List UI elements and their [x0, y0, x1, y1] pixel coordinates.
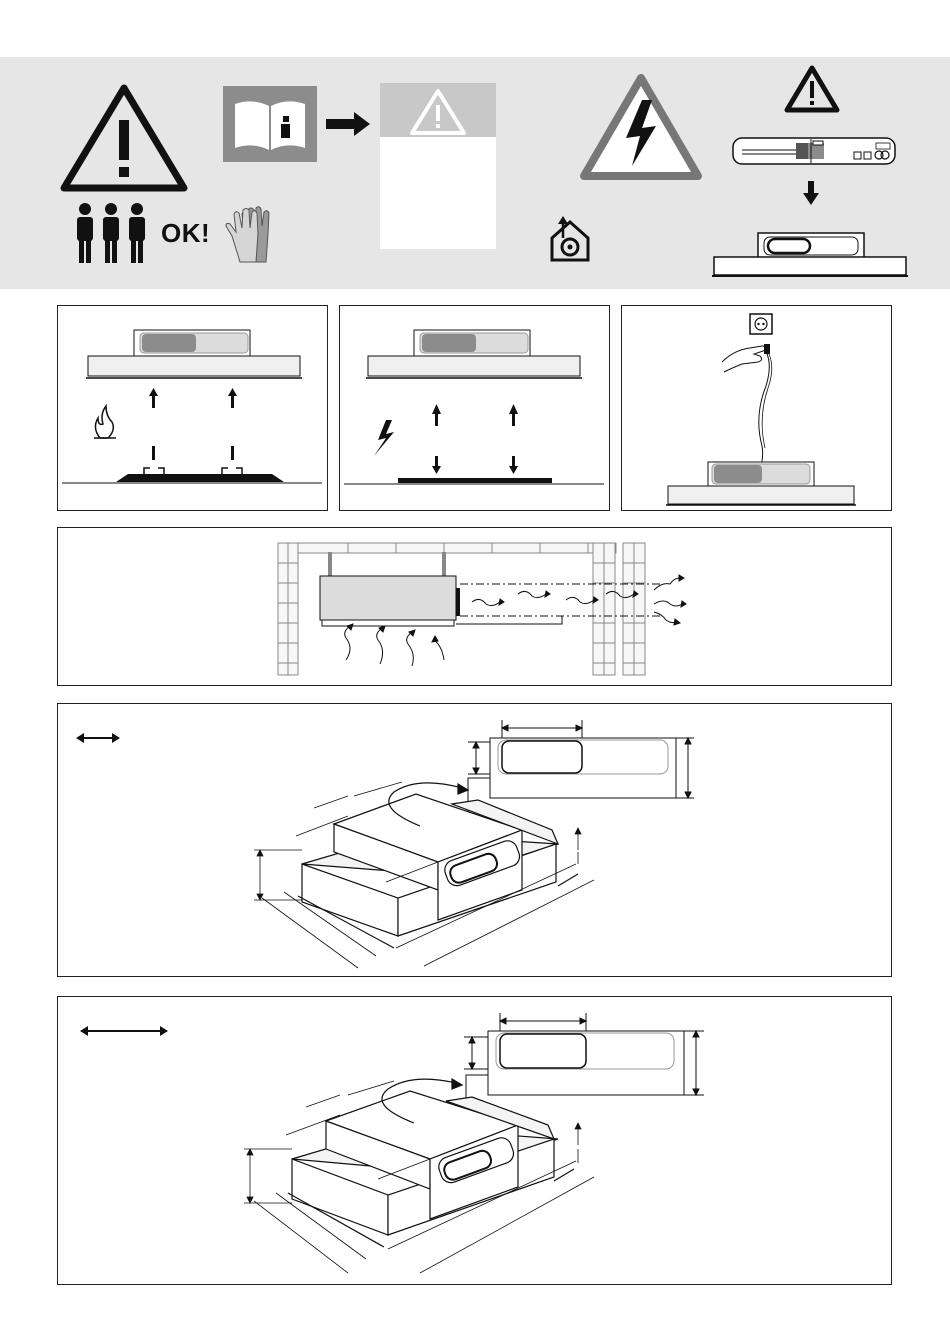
small-warning-icon — [783, 64, 841, 114]
general-warning-icon — [60, 82, 188, 194]
dimensions-small-panel — [57, 703, 892, 977]
gas-hob — [62, 468, 322, 483]
warning-card-icon — [380, 83, 496, 249]
arrow-right-icon — [326, 112, 370, 136]
three-persons-icon — [72, 203, 150, 265]
gas-hob-distance-panel — [57, 305, 328, 511]
plug-connection-panel — [621, 305, 892, 511]
socket-icon — [750, 314, 772, 334]
arrow-up-icon — [432, 404, 518, 426]
ok-label: OK! — [161, 218, 210, 249]
arrow-up-icon — [149, 388, 237, 460]
lightning-icon — [374, 420, 394, 456]
arrow-down-icon — [803, 181, 819, 205]
small-warning-icon — [408, 87, 468, 137]
electric-shock-warning-icon — [580, 74, 702, 180]
rating-plate-icon — [732, 137, 896, 165]
hood-front-view-icon — [86, 330, 302, 378]
ducted-installation-panel — [57, 527, 892, 686]
hood-front-view-icon — [366, 330, 582, 378]
read-manual-icon — [223, 86, 317, 162]
electric-hob — [398, 478, 552, 483]
electric-hob-distance-panel — [339, 305, 610, 511]
gloves-icon — [222, 204, 294, 266]
double-arrow-icon — [80, 1026, 168, 1036]
double-arrow-icon — [76, 733, 120, 743]
arrow-down-icon — [432, 456, 518, 474]
hood-front-view-icon — [666, 462, 856, 505]
hand-plug-icon — [722, 344, 772, 470]
dimensions-large-panel — [57, 996, 892, 1285]
hood-isometric — [288, 1079, 574, 1247]
flame-icon — [94, 406, 116, 438]
house-ventilation-icon — [548, 216, 592, 264]
hood-front-view-icon — [712, 229, 910, 279]
hood-isometric — [298, 783, 578, 948]
